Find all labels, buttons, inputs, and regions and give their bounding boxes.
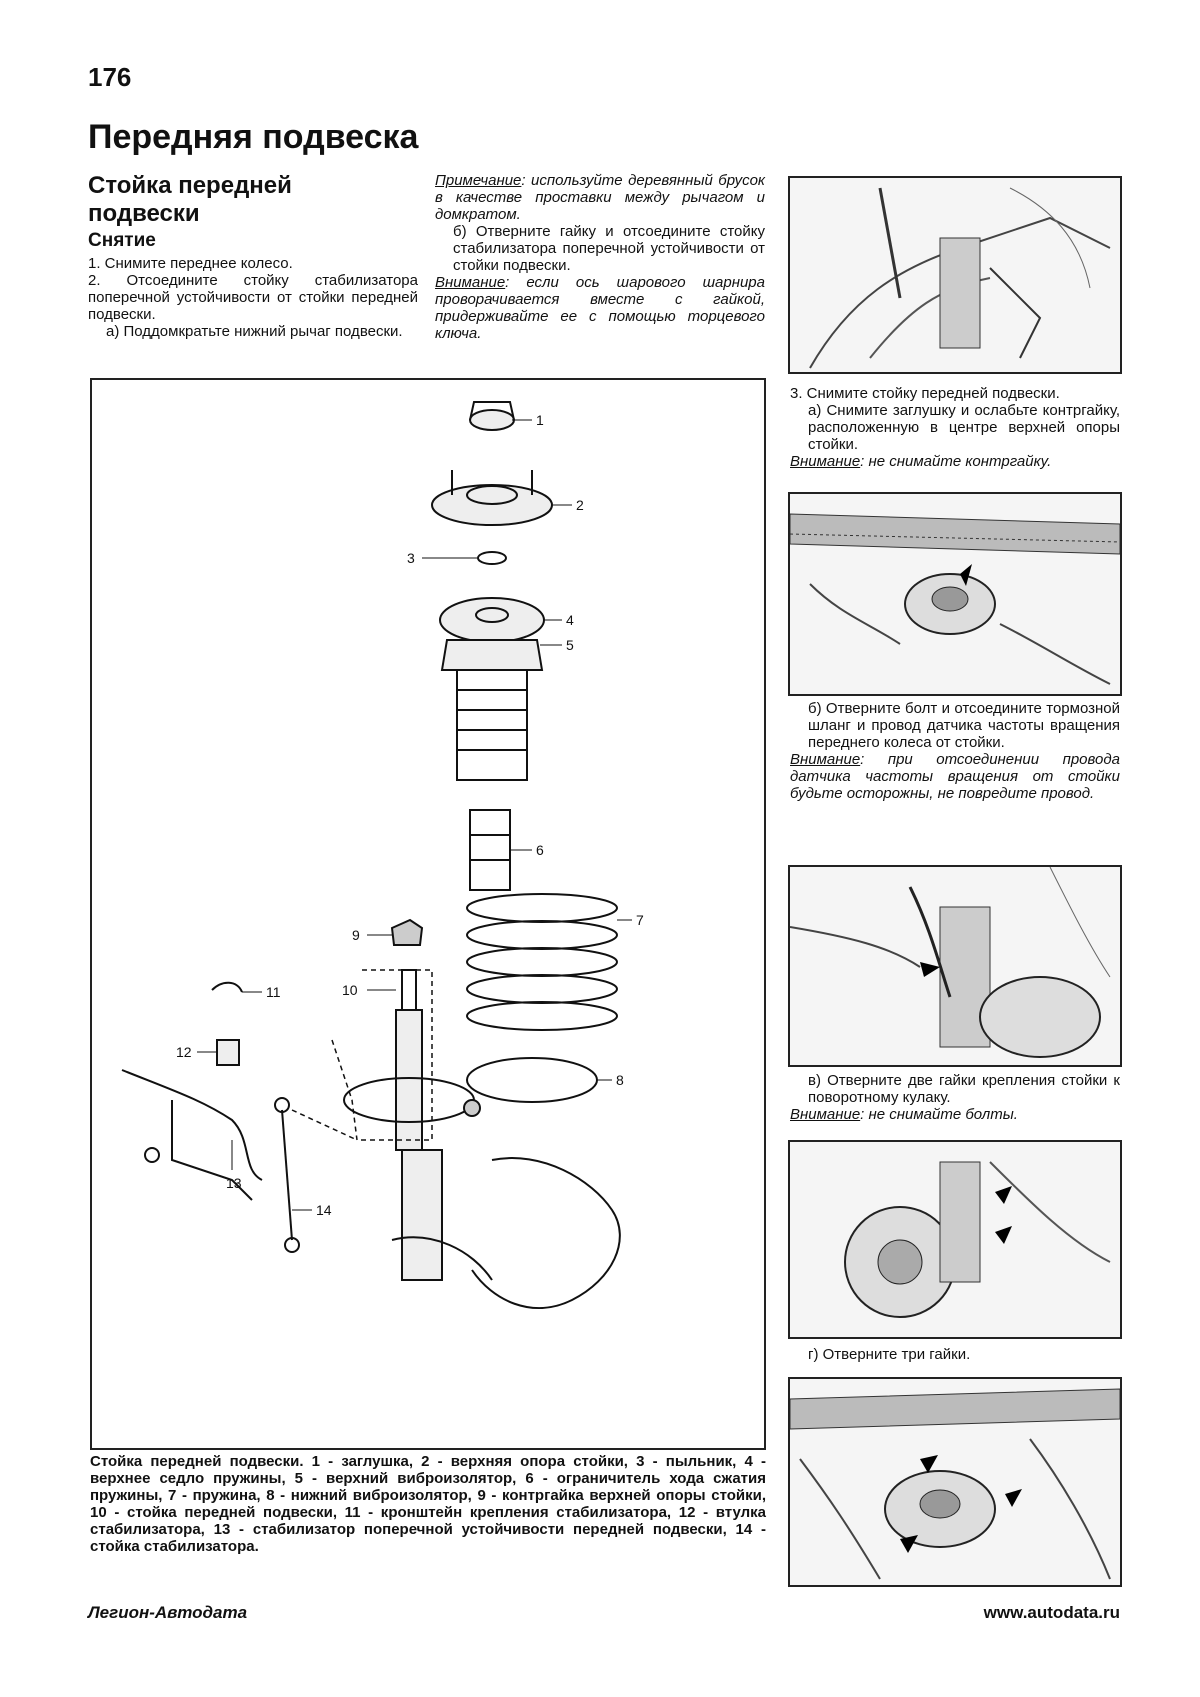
diagram-caption: Стойка передней подвески. 1 - заглушка, …: [90, 1453, 766, 1555]
column-3-text-c: в) Отверните две гайки крепления стойки …: [790, 1072, 1120, 1123]
label-14: 14: [316, 1202, 332, 1218]
column-2-text: Примечание: используйте деревянный брусо…: [435, 172, 765, 342]
step-3: 3. Снимите стойку передней подвески.: [790, 385, 1060, 402]
label-8: 8: [616, 1072, 624, 1088]
subsection-title: Стойка передней подвески: [88, 172, 292, 227]
step-2: 2. Отсоедините стойку стабилизатора попе…: [88, 272, 418, 323]
label-9: 9: [352, 927, 360, 943]
sub-heading: Снятие: [88, 230, 156, 251]
step-2b: б) Отверните гайку и отсоедините стойку …: [453, 223, 765, 274]
label-1: 1: [536, 412, 544, 428]
photo-knuckle-nuts: [788, 1140, 1122, 1339]
label-4: 4: [566, 612, 574, 628]
column-3-text-a: 3. Снимите стойку передней подвески. а) …: [790, 385, 1120, 470]
footer-website: www.autodata.ru: [983, 1603, 1120, 1622]
photo-strut-top-mount: [788, 492, 1122, 696]
section-title: Передняя подвеска: [88, 118, 419, 156]
photo-stabilizer-link: [788, 176, 1122, 374]
photo-brake-hose-drawing: [789, 866, 1111, 1058]
label-13: 13: [226, 1175, 242, 1191]
step-3a: а) Снимите заглушку и ослабьте контргайк…: [808, 402, 1120, 453]
label-12: 12: [176, 1044, 192, 1060]
label-7: 7: [636, 912, 644, 928]
photo-knuckle-nuts-drawing: [844, 1161, 1111, 1318]
photo-three-nuts-drawing: [789, 1388, 1121, 1580]
photo-strut-top-mount-drawing: [789, 513, 1121, 685]
column-3-text-b: б) Отверните болт и отсоедините тормозно…: [790, 700, 1120, 802]
label-11: 11: [266, 984, 281, 1000]
label-6: 6: [536, 842, 544, 858]
note-1-label: Примечание: [435, 172, 522, 189]
exploded-strut-diagram: 1 2 3 4 5 6 7 8 9 10 11 12 13 14: [90, 378, 766, 1450]
footer-publisher: Легион-Автодата: [88, 1603, 248, 1622]
warning-2-label: Внимание: [790, 751, 861, 768]
step-1: 1. Снимите переднее колесо.: [88, 255, 293, 272]
note-1: Примечание: используйте деревянный брусо…: [435, 172, 765, 223]
page-number: 176: [88, 62, 132, 92]
step-2a: а) Поддомкратьте нижний рычаг подвески.: [106, 323, 403, 340]
column-3-text-d: г) Отверните три гайки.: [790, 1346, 1120, 1363]
warning-3-text: : не снимайте болты.: [860, 1106, 1018, 1123]
warning-2-text: : при отсоединении провода датчика часто…: [790, 751, 1120, 802]
step-3v: в) Отверните две гайки крепления стойки …: [808, 1072, 1120, 1106]
label-3: 3: [407, 550, 415, 566]
warning-3-label: Внимание: [790, 1106, 861, 1123]
label-5: 5: [566, 637, 574, 653]
photo-brake-hose: [788, 865, 1122, 1067]
note-2: Внимание: если ось шарового шарнира пров…: [435, 274, 765, 342]
step-3g: г) Отверните три гайки.: [808, 1346, 971, 1363]
exploded-strut-diagram-drawing: 1 2 3 4 5 6 7 8 9 10 11 12 13 14: [121, 401, 644, 1309]
warning-1-text: : не снимайте контргайку.: [860, 453, 1052, 470]
note-2-label: Внимание: [435, 274, 506, 291]
warning-3: Внимание: не снимайте болты.: [790, 1106, 1120, 1123]
photo-stabilizer-link-drawing: [809, 187, 1111, 369]
warning-1-label: Внимание: [790, 453, 861, 470]
label-10: 10: [342, 982, 358, 998]
note-1-text: : используйте деревянный брусок в качест…: [435, 172, 765, 223]
note-2-text: : если ось шарового шарнира проворачивае…: [435, 274, 765, 342]
photo-three-nuts: [788, 1377, 1122, 1587]
label-2: 2: [576, 497, 584, 513]
column-1-text: 1. Снимите переднее колесо. 2. Отсоедини…: [88, 255, 418, 340]
warning-2: Внимание: при отсоединении провода датчи…: [790, 751, 1120, 802]
warning-1: Внимание: не снимайте контргайку.: [790, 453, 1120, 470]
step-3b: б) Отверните болт и отсоедините тормозно…: [808, 700, 1120, 751]
